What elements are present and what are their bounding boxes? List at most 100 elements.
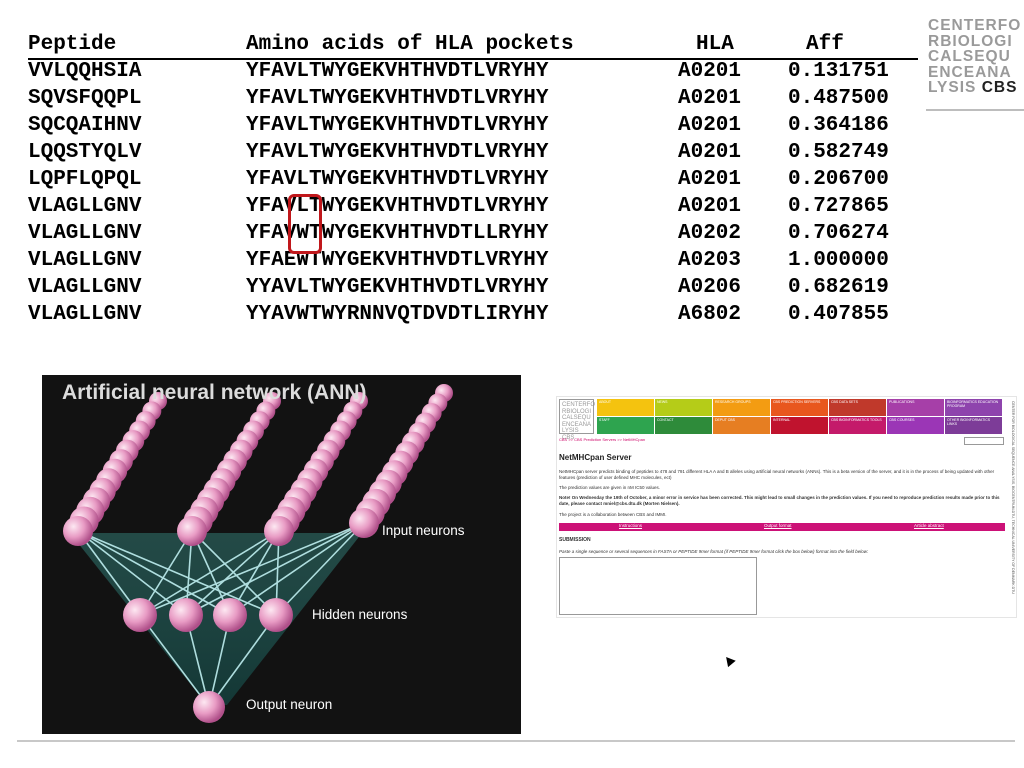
hla-cell: A0201 [678,60,742,83]
table-row: VVLQQHSIA YFAVLTWYGEKVHTHVDTLVRYHY A0201 0.… [28,60,918,87]
peptide-cell: LQPFLQPQL [28,168,142,191]
header-aff: Aff [806,33,844,56]
web-nav-item[interactable]: OTHER BIOINFORMATICS LINKS [945,417,1002,434]
article-abstract-link[interactable]: Article abstract [914,523,944,528]
aff-cell: 0.206700 [788,168,889,191]
web-nav-item[interactable]: BIOINFORMATICS EDUCATION PROGRAM [945,399,1002,416]
input-hidden-connection [77,530,187,616]
logo-line: RBIOLOGI [928,32,1013,50]
logo-cbs: CBS [981,79,1018,96]
web-nav-item[interactable]: INTERNAL [771,417,828,434]
input-hidden-connection [185,522,365,616]
web-search-input[interactable] [964,437,1004,445]
pockets-cell: YYAVWTWYRNNVQTDVDTLIRYHY [246,303,549,326]
peptide-cell: SQVSFQQPL [28,87,142,110]
input-hidden-connection [77,530,277,616]
web-nav-item[interactable]: STAFF [597,417,654,434]
aff-cell: 0.364186 [788,114,889,137]
logo-line: LYSIS CBS [928,79,1018,96]
web-nav-item[interactable]: RESEARCH GROUPS [713,399,770,416]
web-heading: NetMHCpan Server [559,453,632,462]
input-neuron [177,516,207,546]
output-format-link[interactable]: Output format [764,523,792,528]
input-neuron [349,508,379,538]
aff-cell: 1.000000 [788,249,889,272]
hla-cell: A0202 [678,222,742,245]
hidden-output-connection [208,614,277,708]
web-error-note: Note! On Wednesday the 19th of October, … [559,495,1000,506]
web-nav-item[interactable]: CBS DATA SETS [829,399,886,416]
input-hidden-connection [139,530,280,616]
input-neurons-label: Input neurons [382,523,465,538]
input-hidden-connection [185,530,280,616]
logo-divider [926,109,1024,111]
peptide-cell: VVLQQHSIA [28,60,142,83]
pockets-cell: YFAVLTWYGEKVHTHVDTLVRYHY [246,60,549,83]
web-breadcrumb[interactable]: CBS >> CBS Prediction Servers >> NetMHCp… [559,437,646,442]
pockets-cell: YFAVLTWYGEKVHTHVDTLVRYHY [246,141,549,164]
input-neuron [63,516,93,546]
input-hidden-connection [77,530,141,616]
pockets-cell: YYAVLTWYGEKVHTHVDTLVRYHY [246,276,549,299]
web-nav-item[interactable]: NEWS [655,399,712,416]
aff-cell: 0.706274 [788,222,889,245]
peptide-cell: SQCQAIHNV [28,114,142,137]
header-hla: HLA [696,33,734,56]
aff-cell: 0.407855 [788,303,889,326]
web-nav-item[interactable]: CONTACT [655,417,712,434]
web-nav-item[interactable]: DEPUT CBS [713,417,770,434]
aff-cell: 0.131751 [788,60,889,83]
hla-cell: A0201 [678,195,742,218]
web-nav-item[interactable]: ABOUT [597,399,654,416]
ann-illustration: Artificial neural network (ANN) Input ne… [42,375,521,734]
header-pockets: Amino acids of HLA pockets [246,33,574,56]
web-nav-item[interactable]: CBS PREDICTION SERVERS [771,399,828,416]
web-side-text: CENTER FOR BIOLOGICAL SEQUENCE ANALYSIS,… [1011,401,1015,594]
hidden-neuron [123,598,157,632]
aff-cell: 0.487500 [788,87,889,110]
table-header: Peptide Amino acids of HLA pockets HLA A… [28,33,918,60]
hidden-neuron [169,598,203,632]
instructions-link[interactable]: Instructions [619,523,643,528]
ann-diagram [63,384,453,723]
pockets-cell: YFAVLTWYGEKVHTHVDTLVRYHY [246,114,549,137]
web-sequence-textarea[interactable] [559,557,757,615]
web-nav-item[interactable]: PUBLICATIONS [887,399,944,416]
cbs-logo: CENTERFO RBIOLOGI CALSEQU ENCEANA LYSIS … [928,18,1021,96]
aff-cell: 0.582749 [788,141,889,164]
hidden-output-connection [139,614,210,708]
output-neuron [193,691,225,723]
peptide-cell: VLAGLLGNV [28,303,142,326]
peptide-table: Peptide Amino acids of HLA pockets HLA A… [28,33,918,330]
web-nav-item[interactable]: CBS BIOINFORMATICS TOOLS [829,417,886,434]
web-collab: The project is a collaboration between C… [559,512,667,517]
web-intro: NetMHCpan server predicts binding of pep… [559,469,995,480]
hla-cell: A0201 [678,141,742,164]
logo-line: CALSEQU [928,48,1011,65]
hidden-neuron [213,598,247,632]
output-neuron-label: Output neuron [246,697,333,712]
slide-bottom-divider [17,740,1015,742]
ann-title: Artificial neural network (ANN) [62,381,367,404]
input-hidden-connection [139,522,365,616]
mouse-cursor-icon [722,653,736,668]
aff-cell: 0.682619 [788,276,889,299]
hla-cell: A0201 [678,114,742,137]
hla-cell: A0203 [678,249,742,272]
hla-cell: A0201 [678,87,742,110]
input-hidden-connection [275,522,365,616]
input-hidden-connection [229,522,365,616]
web-nav-item[interactable]: CBS COURSES [887,417,944,434]
peptide-cell: VLAGLLGNV [28,276,142,299]
input-neuron [264,516,294,546]
peptide-cell: LQQSTYQLV [28,141,142,164]
peptide-cell: VLAGLLGNV [28,222,142,245]
